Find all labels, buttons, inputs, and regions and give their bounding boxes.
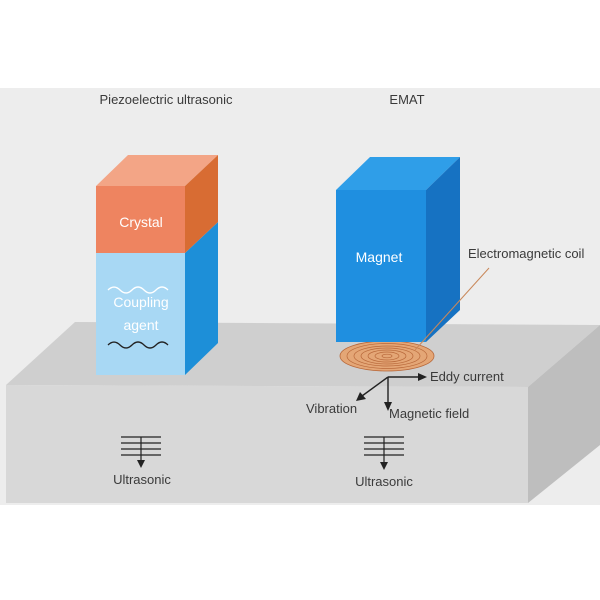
coupling-label-line2: agent	[123, 317, 158, 333]
coil-label: Electromagnetic coil	[468, 246, 584, 261]
crystal-label: Crystal	[119, 214, 163, 230]
coupling-agent-block: Coupling agent	[96, 222, 218, 375]
crystal-block: Crystal	[96, 155, 218, 253]
piezo-title: Piezoelectric ultrasonic	[100, 92, 233, 107]
vibration-label: Vibration	[306, 401, 357, 416]
magnetic-field-label: Magnetic field	[389, 406, 469, 421]
coupling-wave-bottom	[107, 341, 169, 349]
electromagnetic-coil	[339, 340, 435, 372]
specimen-top-face	[6, 322, 600, 387]
magnet-label: Magnet	[356, 249, 403, 265]
piezo-ultrasonic-symbol	[121, 436, 161, 468]
eddy-current-arrowhead	[418, 373, 427, 381]
magnet-top-face	[336, 157, 460, 190]
specimen-front-face	[6, 385, 528, 503]
magnetic-field-arrowhead	[384, 402, 392, 411]
crystal-front-face	[96, 186, 185, 253]
magnet-block: Magnet	[336, 157, 460, 342]
coupling-front-face	[96, 253, 185, 375]
crystal-top-face	[96, 155, 218, 186]
vibration-arrowhead	[356, 392, 366, 401]
eddy-current-label: Eddy current	[430, 369, 504, 384]
coupling-wave-top	[107, 286, 169, 294]
piezo-ultrasonic-label: Ultrasonic	[113, 472, 171, 487]
specimen-block	[6, 322, 600, 503]
emat-field-arrows	[356, 373, 427, 411]
emat-ultrasonic-symbol	[364, 436, 404, 470]
coupling-side-face	[185, 222, 218, 375]
emat-title: EMAT	[389, 92, 424, 107]
crystal-side-face	[185, 155, 218, 253]
magnet-front-face	[336, 190, 426, 342]
emat-ultrasonic-label: Ultrasonic	[355, 474, 413, 489]
vibration-arrow	[361, 376, 389, 397]
coil-leader-line	[414, 267, 490, 351]
specimen-side-face	[528, 325, 600, 503]
coupling-label-line1: Coupling	[113, 294, 168, 310]
magnet-side-face	[426, 157, 460, 342]
